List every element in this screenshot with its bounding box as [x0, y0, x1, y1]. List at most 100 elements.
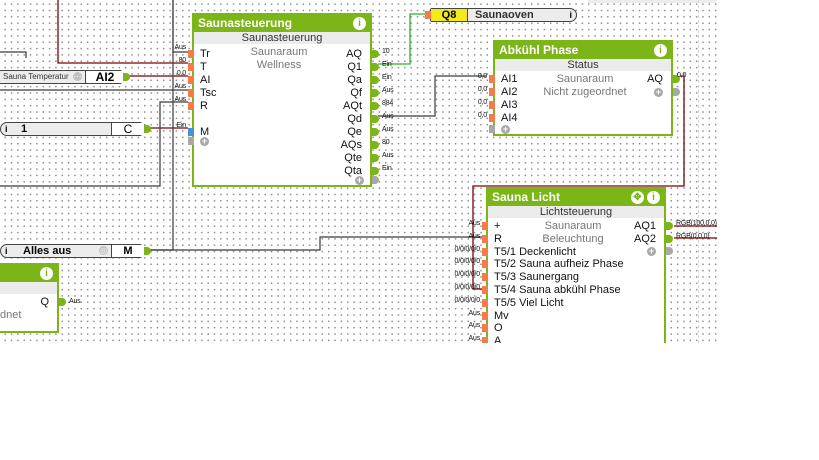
block-abkuehl-phase[interactable]: Abkühl Phase i Status Saunaraum Nicht zu…: [478, 40, 686, 136]
input-port[interactable]: [188, 102, 194, 110]
output-value: 884: [382, 100, 394, 107]
input-reference-constant-1[interactable]: i 1 C: [0, 122, 151, 136]
more-icon[interactable]: ⋯: [73, 72, 82, 81]
input-label: O: [494, 322, 503, 335]
output-value: 10: [382, 48, 390, 55]
info-icon[interactable]: i: [5, 124, 8, 134]
info-icon[interactable]: i: [353, 17, 366, 30]
add-output-port[interactable]: [673, 88, 680, 96]
input-port[interactable]: [482, 260, 488, 269]
output-label: Qte: [344, 152, 362, 164]
ai2-output-port[interactable]: [123, 73, 130, 81]
input-port[interactable]: [489, 88, 495, 96]
wire-r: [0, 101, 188, 187]
output-port[interactable]: [372, 76, 379, 84]
output-label: AQ2: [633, 233, 656, 245]
ai2-name: Sauna Temperatur: [3, 72, 69, 81]
info-icon[interactable]: i: [5, 246, 8, 256]
input-port[interactable]: [482, 311, 488, 320]
block-category: dnet: [0, 309, 22, 321]
output-port[interactable]: [372, 115, 379, 123]
input-port[interactable]: [482, 247, 488, 256]
input-port[interactable]: [482, 337, 488, 343]
input-port[interactable]: [489, 101, 495, 109]
input-label: Tr: [200, 48, 210, 60]
output-value: Aus: [382, 152, 394, 159]
output-port[interactable]: [666, 222, 673, 230]
block-title[interactable]: Sauna Licht: [488, 189, 664, 206]
info-icon[interactable]: i: [647, 191, 660, 204]
input-port[interactable]: [489, 114, 495, 122]
output-value: RGB(100,0,0): [676, 220, 717, 227]
output-reference-q8[interactable]: Q8 Saunaoven i: [425, 8, 577, 22]
input-port[interactable]: [482, 324, 488, 333]
output-label: AQs: [340, 139, 362, 151]
wire-alles-aus-to-r: [148, 236, 486, 251]
add-input-port[interactable]: [188, 137, 194, 145]
output-port[interactable]: [372, 89, 379, 97]
move-icon[interactable]: ✥: [631, 191, 644, 204]
ai2-id: AI2: [85, 71, 124, 83]
input-label: R: [200, 100, 208, 112]
block-subtitle: Saunasteuerung: [194, 32, 370, 44]
input-label: T5/2 Sauna aufheiz Phase: [494, 258, 624, 271]
output-port[interactable]: [372, 167, 379, 175]
config-canvas[interactable]: Q8 Saunaoven i Sauna Temperatur ⋯ AI2 i …: [0, 0, 717, 343]
add-output-icon[interactable]: +: [647, 246, 656, 256]
output-port[interactable]: [372, 128, 379, 136]
block-saunasteuerung[interactable]: Saunasteuerung i Saunasteuerung Saunarau…: [175, 13, 394, 187]
add-input-icon[interactable]: +: [200, 136, 209, 146]
q8-id: Q8: [431, 9, 468, 21]
input-port[interactable]: [482, 298, 488, 307]
add-output-icon[interactable]: +: [355, 175, 364, 185]
input-value: 0/0/0/0/0: [454, 296, 481, 304]
block-sauna-licht[interactable]: Sauna Licht ✥ i Lichtsteuerung Saunaraum…: [455, 187, 717, 343]
output-port[interactable]: [666, 235, 673, 243]
block-partial-left[interactable]: i Q dnet Aus: [0, 263, 81, 333]
info-icon[interactable]: i: [569, 10, 572, 20]
output-port[interactable]: [372, 50, 379, 58]
input-port[interactable]: [188, 76, 194, 84]
input-port[interactable]: [489, 75, 495, 83]
input-label: AI2: [501, 86, 518, 98]
output-port-q[interactable]: [59, 298, 66, 306]
input-port[interactable]: [482, 234, 488, 243]
output-port[interactable]: [372, 141, 379, 149]
input-label: Mv: [494, 309, 509, 322]
output-port[interactable]: [372, 102, 379, 110]
block-category: Nicht zugeordnet: [543, 86, 627, 98]
input-port[interactable]: [482, 222, 488, 230]
output-port-aq[interactable]: [673, 75, 680, 83]
output-label: Qta: [344, 165, 362, 177]
add-input-icon[interactable]: +: [501, 124, 510, 134]
input-port[interactable]: [188, 89, 194, 97]
add-output-port[interactable]: [666, 247, 673, 255]
c-output-port[interactable]: [144, 125, 151, 133]
wires-layer: [0, 0, 717, 290]
input-value: 0,0: [477, 112, 487, 119]
info-icon[interactable]: i: [654, 44, 667, 57]
target-icon[interactable]: ◎: [99, 246, 108, 255]
output-port[interactable]: [372, 63, 379, 71]
input-reference-alles-aus[interactable]: i Alles aus ◎ M: [0, 244, 151, 258]
input-label: AI4: [501, 112, 518, 124]
block-category: Beleuchtung: [542, 233, 604, 245]
output-port[interactable]: [372, 154, 379, 162]
input-label: +: [494, 220, 501, 232]
add-output-icon[interactable]: +: [654, 87, 663, 97]
add-input-port[interactable]: [489, 125, 495, 133]
block-title[interactable]: Saunasteuerung: [194, 15, 370, 32]
block-title[interactable]: Abkühl Phase: [495, 42, 671, 59]
input-port[interactable]: [188, 63, 194, 71]
m-output-port[interactable]: [144, 247, 151, 255]
info-icon[interactable]: i: [40, 267, 53, 280]
add-output-port[interactable]: [372, 176, 379, 184]
q8-input-port[interactable]: [425, 11, 431, 19]
input-port[interactable]: [482, 286, 488, 294]
input-port[interactable]: [188, 50, 194, 58]
c-id: C: [111, 123, 144, 135]
input-port[interactable]: [188, 128, 194, 136]
input-port[interactable]: [482, 273, 488, 282]
input-reference-sauna-temperatur[interactable]: Sauna Temperatur ⋯ AI2: [0, 70, 130, 84]
input-label: T5/1 Deckenlicht: [494, 245, 576, 258]
